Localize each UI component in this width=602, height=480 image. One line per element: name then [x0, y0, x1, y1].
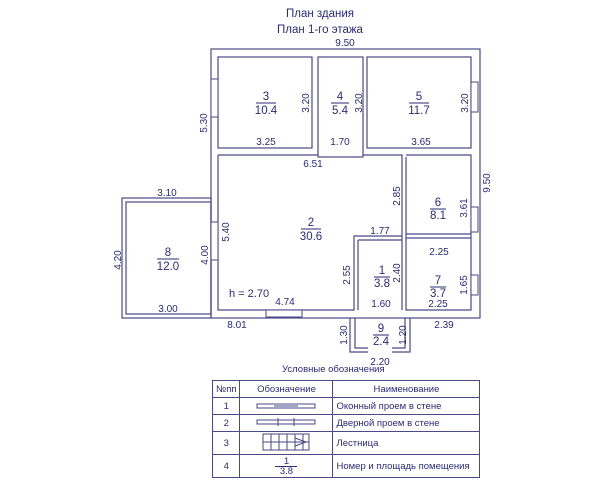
legend-row-name: Лестница [332, 431, 481, 455]
svg-text:1.65: 1.65 [459, 275, 470, 295]
legend-row-name: Дверной проем в стене [332, 414, 481, 432]
legend-row-num: 4 [211, 454, 241, 478]
legend-table: №пп Обозначение Наименование 1 Оконный п… [211, 380, 481, 478]
room-6-area: 8.1 [430, 210, 446, 222]
svg-text:2.55: 2.55 [342, 265, 353, 285]
room-3-area: 10.4 [255, 105, 278, 117]
legend-row-num: 1 [211, 397, 241, 415]
svg-text:3.25: 3.25 [256, 137, 276, 148]
svg-text:3.20: 3.20 [354, 93, 365, 113]
svg-text:1.30: 1.30 [339, 325, 350, 345]
room-5-number: 5 [416, 91, 422, 103]
svg-text:4.20: 4.20 [113, 250, 124, 270]
legend-row-name: Номер и площадь помещения [332, 454, 481, 478]
svg-text:5.40: 5.40 [221, 222, 232, 242]
svg-text:4.00: 4.00 [200, 245, 211, 265]
plan-subtitle: План 1-го этажа [277, 24, 364, 36]
door-symbol-icon [239, 414, 334, 432]
svg-text:2.85: 2.85 [392, 186, 403, 206]
room-1-number: 1 [379, 265, 385, 277]
legend-header-name: Наименование [332, 380, 481, 398]
legend-row-num: 3 [211, 431, 241, 455]
svg-text:5.30: 5.30 [199, 113, 210, 133]
plan-title: План здания [286, 8, 354, 20]
svg-text:3.61: 3.61 [459, 198, 470, 218]
legend-row-num: 2 [211, 414, 241, 432]
svg-text:2.39: 2.39 [434, 320, 454, 331]
room-7-area: 3.7 [430, 288, 446, 300]
legend-header-num: №пп [211, 380, 241, 398]
svg-text:3.20: 3.20 [460, 93, 471, 113]
room-9-area: 2.4 [373, 336, 390, 348]
svg-text:1.20: 1.20 [398, 325, 409, 345]
svg-text:6.51: 6.51 [303, 159, 323, 170]
legend-sample-number: 1 [283, 455, 290, 467]
svg-text:2.25: 2.25 [428, 299, 448, 310]
svg-text:3.00: 3.00 [158, 304, 178, 315]
room-2-number: 2 [308, 217, 314, 229]
windows [210, 78, 479, 318]
svg-text:2.20: 2.20 [370, 357, 390, 368]
svg-text:4.74: 4.74 [275, 297, 295, 308]
legend-header-symbol: Обозначение [239, 380, 334, 398]
room-7-number: 7 [435, 275, 441, 287]
ceiling-height: h = 2.70 [229, 288, 269, 300]
room-1-area: 3.8 [374, 278, 390, 290]
room-2-area: 30.6 [300, 231, 322, 243]
room-4-area: 5.4 [332, 105, 349, 117]
room-3-number: 3 [263, 91, 269, 103]
room-5-area: 11.7 [408, 105, 430, 117]
legend-sample-area: 3.8 [275, 465, 298, 476]
svg-text:2.25: 2.25 [429, 247, 449, 258]
svg-text:9.50: 9.50 [482, 173, 493, 193]
svg-text:3.65: 3.65 [411, 137, 431, 148]
legend-title: Условные обозначения [282, 364, 385, 375]
room-8-area: 12.0 [157, 261, 179, 273]
svg-text:1.60: 1.60 [371, 299, 391, 310]
room-8-number: 8 [165, 247, 171, 259]
svg-text:1.70: 1.70 [330, 137, 350, 148]
window-symbol-icon [239, 397, 334, 415]
svg-text:2.40: 2.40 [392, 263, 403, 283]
dimensions: 9.50 5.30 9.50 3.20 3.25 3.20 1.70 3.20 … [113, 38, 493, 368]
svg-text:3.10: 3.10 [157, 188, 177, 199]
svg-text:3.20: 3.20 [301, 93, 312, 113]
stairs-symbol-icon [239, 431, 334, 455]
room-9-number: 9 [378, 323, 384, 335]
svg-text:8.01: 8.01 [227, 320, 247, 331]
room-labels: 3 10.4 4 5.4 5 11.7 2 30.6 6 8.1 1 3.8 7… [157, 91, 446, 348]
room-6-number: 6 [435, 197, 441, 209]
svg-text:9.50: 9.50 [335, 38, 355, 49]
svg-text:1.77: 1.77 [370, 226, 390, 237]
legend-row-name: Оконный проем в стене [332, 397, 481, 415]
room-4-number: 4 [337, 91, 344, 103]
